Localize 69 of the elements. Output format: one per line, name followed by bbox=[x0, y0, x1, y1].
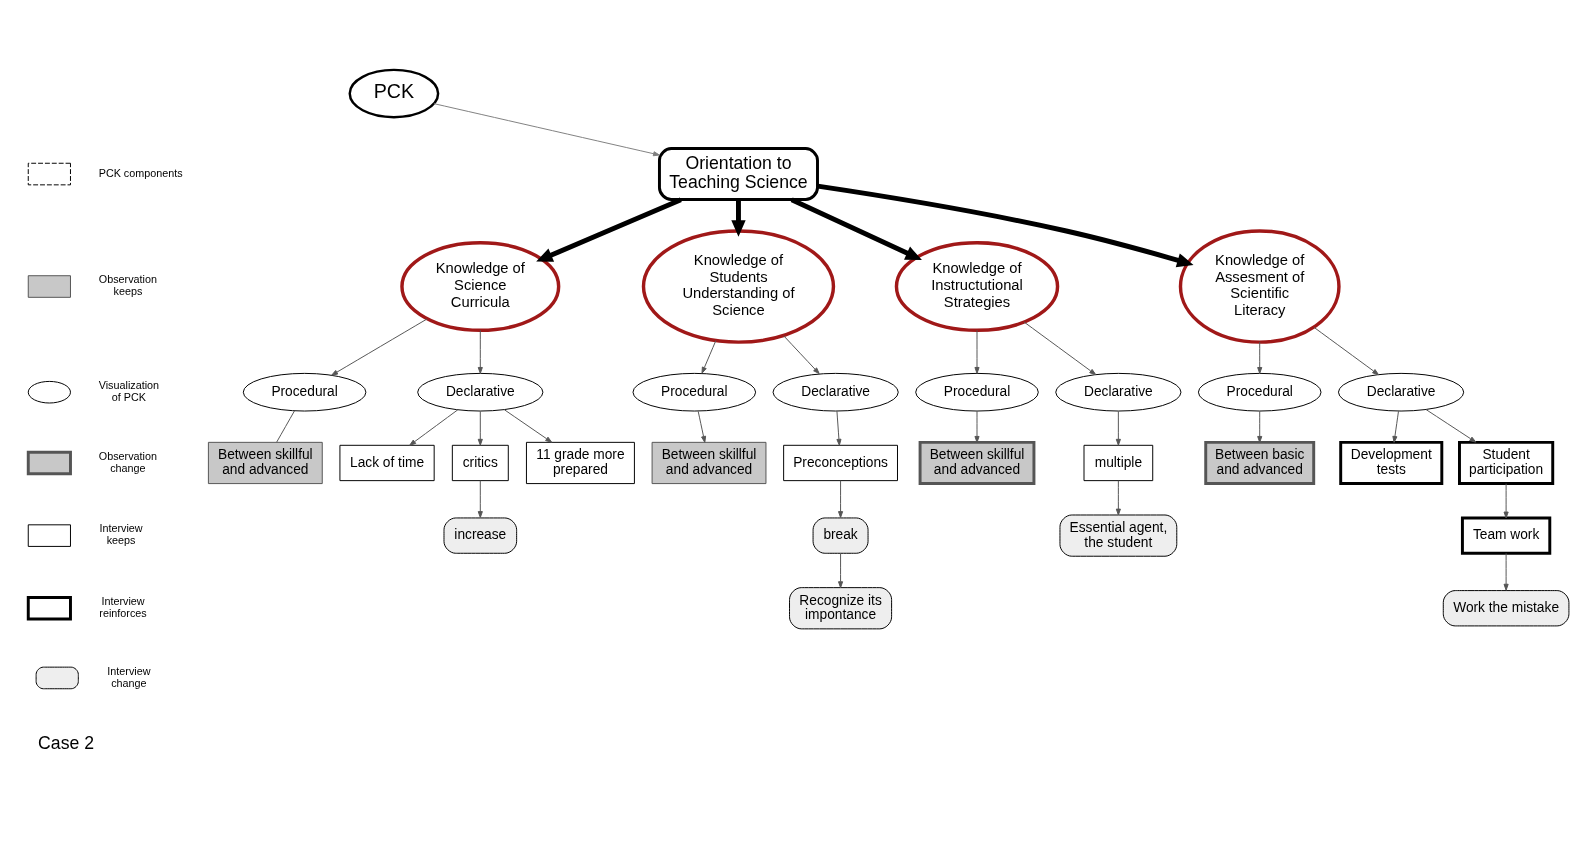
arrow bbox=[477, 479, 483, 518]
node-ellipse: Procedural bbox=[242, 372, 367, 411]
arrow bbox=[477, 410, 483, 446]
node-ellipse: Declarative bbox=[1055, 372, 1182, 411]
node-box: break bbox=[812, 516, 869, 554]
arrow bbox=[1257, 410, 1263, 443]
arrow bbox=[1023, 321, 1097, 375]
node-box: Development tests bbox=[1339, 440, 1444, 485]
node-box: multiple bbox=[1083, 444, 1154, 481]
arrow bbox=[790, 196, 922, 260]
legend-label: Interview change bbox=[107, 664, 151, 689]
arrow bbox=[974, 410, 980, 443]
legend-label: Visualization of PCK bbox=[98, 378, 160, 403]
connector bbox=[276, 409, 295, 443]
node-box: Work the mistake bbox=[1442, 589, 1570, 626]
node-ellipse: Declarative bbox=[417, 372, 544, 411]
node-ellipse: Procedural bbox=[1197, 372, 1322, 411]
node-box: 11 grade more prepared bbox=[525, 441, 635, 484]
node-box: Orientation to Teaching Science bbox=[658, 146, 819, 201]
node-box: Between skillful and advanced bbox=[207, 441, 323, 484]
node-ellipse: Declarative bbox=[772, 372, 899, 411]
arrow bbox=[1425, 408, 1477, 443]
node-ellipse: Knowledge of Instructutional Strategies bbox=[894, 240, 1060, 332]
node-ellipse: Knowledge of Science Curricula bbox=[400, 240, 561, 332]
arrow bbox=[783, 334, 820, 374]
arrow bbox=[1392, 410, 1399, 443]
arrow bbox=[731, 199, 746, 237]
arrow bbox=[1503, 552, 1509, 591]
node-ellipse: Procedural bbox=[632, 372, 757, 411]
arrow bbox=[1115, 479, 1121, 515]
arrow bbox=[409, 408, 459, 446]
legend-label: PCK components bbox=[98, 166, 183, 179]
arrow bbox=[974, 329, 980, 374]
arrow bbox=[536, 196, 682, 262]
legend-label: Interview reinforces bbox=[99, 594, 147, 619]
arrow bbox=[1313, 326, 1379, 375]
node-box: Lack of time bbox=[339, 444, 435, 481]
arrow bbox=[838, 552, 844, 588]
arrow bbox=[1257, 341, 1263, 374]
node-box: Student participation bbox=[1458, 440, 1555, 485]
arrow bbox=[477, 329, 483, 374]
arrow bbox=[838, 479, 844, 518]
node-ellipse: Knowledge of Students Understanding of Science bbox=[641, 228, 836, 344]
label: Case 2 bbox=[38, 732, 95, 753]
node-ellipse: Procedural bbox=[915, 372, 1039, 411]
legend-label: Observation change bbox=[98, 449, 157, 474]
node-box: Preconceptions bbox=[783, 444, 898, 481]
node-box: critics bbox=[451, 444, 509, 481]
arrow bbox=[1115, 410, 1121, 446]
node-box: Between skillful and advanced bbox=[651, 441, 767, 484]
node-ellipse: PCK bbox=[348, 68, 440, 118]
node-ellipse: Knowledge of Assesment of Scientific Literacy bbox=[1178, 228, 1341, 344]
node-box: Between skillful and advanced bbox=[918, 440, 1036, 485]
node-box: Recognize its impontance bbox=[789, 586, 893, 629]
arrow bbox=[836, 410, 842, 446]
arrow bbox=[697, 410, 707, 443]
node-box: Essential agent, the student bbox=[1059, 514, 1178, 557]
arrow bbox=[503, 408, 553, 443]
arrow bbox=[1503, 482, 1509, 518]
node-box: increase bbox=[443, 516, 518, 554]
arrow bbox=[701, 339, 717, 374]
node-box: Team work bbox=[1460, 515, 1552, 555]
node-ellipse: Declarative bbox=[1337, 372, 1465, 411]
legend-label: Observation keeps bbox=[98, 272, 157, 297]
legend-label: Interview keeps bbox=[99, 521, 143, 546]
arrow bbox=[331, 317, 428, 376]
arrow bbox=[817, 183, 1194, 267]
node-box: Between basic and advanced bbox=[1204, 440, 1316, 485]
arrow bbox=[433, 102, 660, 156]
